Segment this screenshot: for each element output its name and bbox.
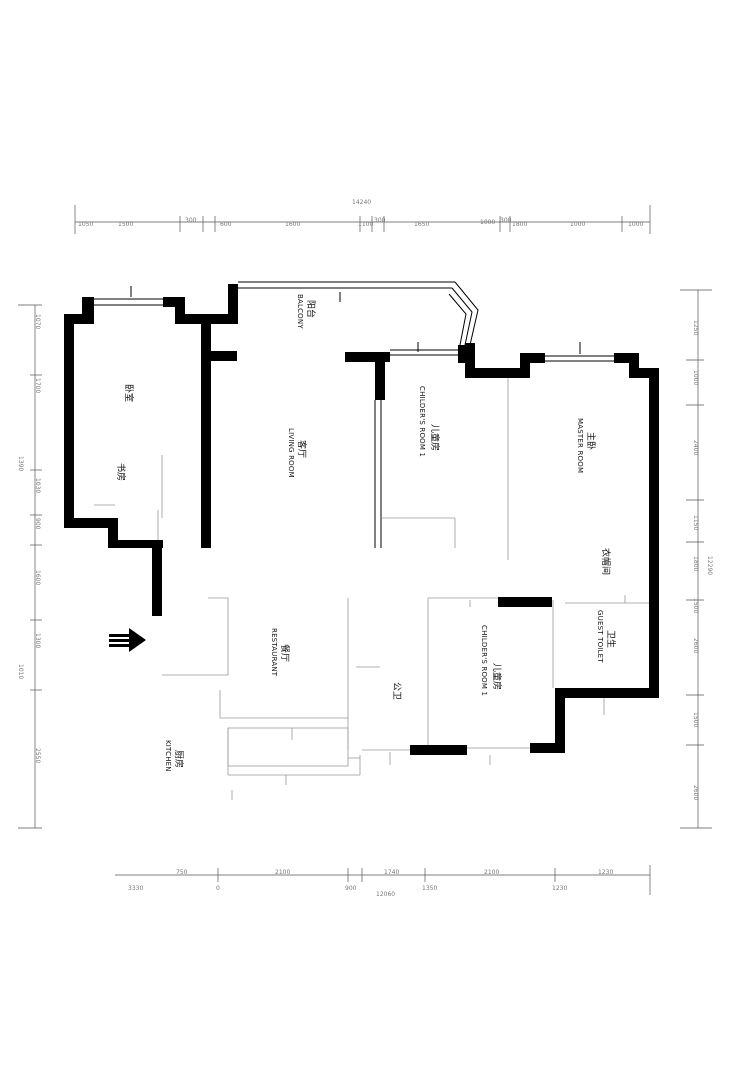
bottom-dim-10: 1230 [598,869,613,876]
top-dim-8: 1650 [414,221,429,228]
right-dim-1: 1250 [692,320,699,335]
bottom-total-dim: 12060 [376,891,395,898]
right-dim-7: 2600 [692,638,699,653]
top-dim-11: 1800 [512,221,527,228]
left-dim-1: 1070 [34,314,41,329]
bottom-dimension-line: 3330 750 0 2100 900 1740 12060 1350 2100… [115,865,651,898]
bottom-dim-7: 1350 [422,885,437,892]
bottom-dim-6: 1740 [384,869,399,876]
right-dim-2: 1000 [692,370,699,385]
left-dim-3: 1390 [17,456,24,471]
top-dim-10: 300 [500,217,512,224]
master-room-label-cn: 主卧 [585,432,597,450]
guest-toilet-label-cn: 卫生 [605,630,617,648]
bedroom-left-label-cn: 卧室 [123,384,135,402]
right-dim-5: 1800 [692,556,699,571]
bottom-dim-3: 0 [216,885,220,892]
master-room-label-en: MASTER ROOM [576,418,584,473]
top-dim-9: 1000 [480,219,495,226]
bottom-dim-5: 900 [345,885,357,892]
walls [64,284,659,755]
left-dim-2: 1700 [34,378,41,393]
top-dim-13: 1000 [628,221,643,228]
right-dim-8: 1500 [692,712,699,727]
bottom-dim-2: 750 [176,869,188,876]
top-dim-2: 1500 [118,221,133,228]
top-dim-4: 600 [220,221,232,228]
top-dim-1: 1050 [78,221,93,228]
top-dim-3: 300 [185,217,197,224]
kitchen-label-cn: 厨房 [173,750,185,768]
childrens-room-2-label-en: CHILDER'S ROOM 1 [480,625,488,696]
living-room-label-cn: 客厅 [296,440,308,458]
right-total-dim: 12290 [706,556,713,575]
left-dim-6: 1600 [34,570,41,585]
bottom-dim-8: 2100 [484,869,499,876]
kitchen-label-en: KITCHEN [164,740,172,772]
childrens-room-2-label-cn: 儿童房 [491,663,503,690]
top-dim-7: 300 [374,217,386,224]
bottom-dim-1: 3330 [128,885,143,892]
right-dim-3: 2400 [692,440,699,455]
left-dimension-line: 1070 1700 1390 1030 900 1600 1300 1010 2… [17,304,42,829]
childrens-room-1-label-en: CHILDER'S ROOM 1 [418,386,426,457]
right-dim-4: 1150 [692,515,699,530]
right-dim-6: 1500 [692,598,699,613]
bottom-dim-9: 1230 [552,885,567,892]
left-dim-7: 1300 [34,633,41,648]
entry-arrow-icon [109,628,146,652]
top-dim-6: 1100 [358,221,373,228]
study-left-label-cn: 书房 [115,463,127,481]
left-dim-8: 2550 [34,748,41,763]
top-dim-12: 1000 [570,221,585,228]
balcony-label-cn: 阳台 [305,300,317,318]
right-dim-9: 2600 [692,785,699,800]
left-dim-4: 1030 [34,478,41,493]
guest-toilet-label-en: GUEST TOILET [596,610,604,663]
balcony-label-en: BALCONY [296,294,304,329]
right-dimension-line: 1250 1000 2400 1150 1800 12290 1500 2600… [680,289,713,829]
living-room-label-en: LIVING ROOM [287,428,295,478]
top-total-dim: 14240 [352,199,371,206]
left-total-dim: 1010 [17,664,24,679]
childrens-room-1-label-cn: 儿童房 [429,424,441,451]
public-bath-label-cn: 公卫 [391,682,402,700]
top-dim-5: 1600 [285,221,300,228]
bottom-dim-4: 2100 [275,869,290,876]
restaurant-label-en: RESTAURANT [270,628,278,677]
room-labels: 阳台 BALCONY 客厅 LIVING ROOM CHILDER'S ROOM… [115,294,617,772]
partitions [94,281,649,800]
left-dim-5: 900 [34,518,41,530]
master-wardrobe-label-cn: 衣帽间 [600,548,612,575]
restaurant-label-cn: 餐厅 [279,644,291,662]
top-dimension-line: 14240 1050 1500 300 600 1600 1100 300 16… [74,199,651,234]
